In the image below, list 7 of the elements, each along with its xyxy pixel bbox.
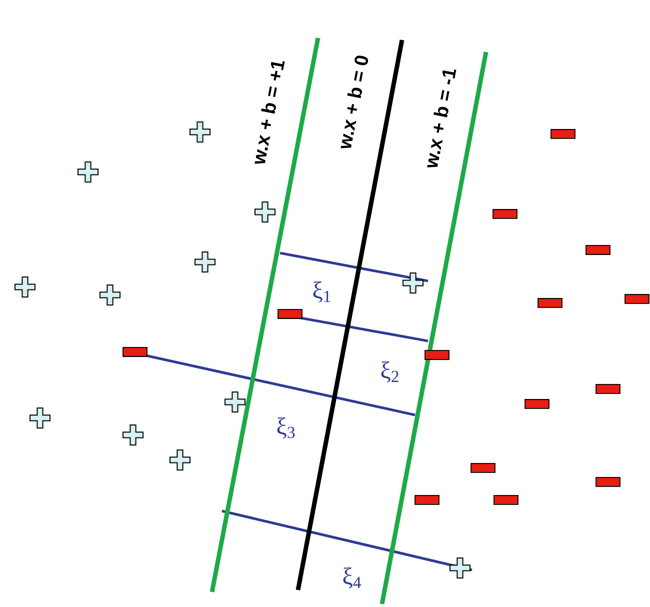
equation-label: w.x + b = +1: [254, 61, 285, 164]
equation-label: w.x + b = 0: [340, 56, 368, 148]
slack-label: ξ$_{3}$: [277, 417, 295, 438]
slack-label: ξ$_{1}$: [313, 281, 330, 302]
equation-label: w.x + b = -1: [427, 70, 456, 168]
slack-label: ξ$_{4}$: [343, 567, 362, 588]
slack-label: ξ$_{2}$: [381, 361, 398, 382]
